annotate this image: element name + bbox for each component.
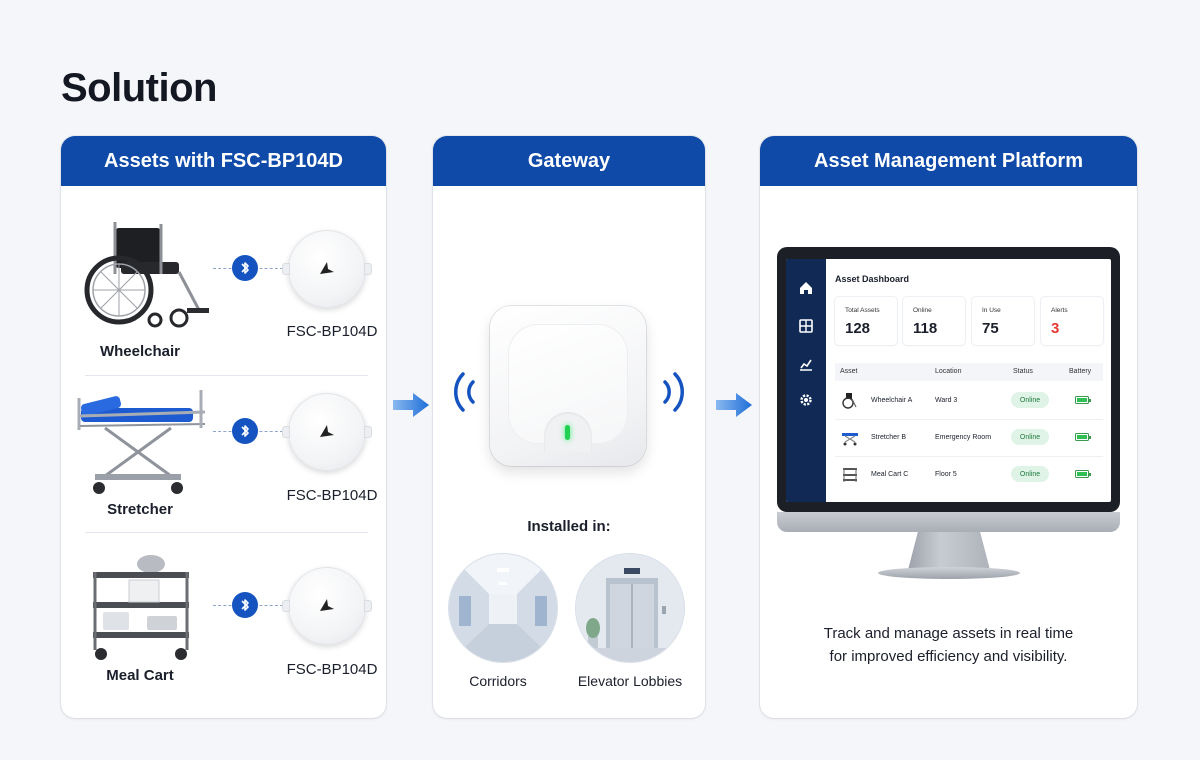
signal-wave-icon [449,368,483,416]
fsc-bp104d-beacon [288,230,366,308]
gateway-panel-header: Gateway [433,136,705,186]
asset-label-wheelchair: Wheelchair [61,343,219,360]
asset-label-stretcher: Stretcher [61,501,219,518]
arrow-right-icon [716,393,752,417]
dashboard-screen: Asset Dashboard Total Assets 128 Online … [786,259,1111,502]
table-header: Asset Location Status Battery [835,363,1103,381]
stat-card-in-use: In Use 75 [972,297,1034,345]
battery-icon [1075,433,1089,441]
home-icon[interactable] [799,281,813,295]
elevator-lobby-image [576,554,684,662]
model-label: FSC-BP104D [277,323,386,340]
table-row[interactable]: Stretcher B Emergency Room Online [835,420,1103,457]
chart-icon[interactable] [799,357,813,371]
gateway-device [490,306,646,466]
meal-cart-illustration [89,550,199,668]
dashboard-sidebar [786,259,826,502]
table-row[interactable]: Meal Cart C Floor 5 Online [835,457,1103,494]
battery-icon [1075,396,1089,404]
arrow-right-icon [393,393,429,417]
status-badge: Online [1011,392,1049,408]
model-label: FSC-BP104D [277,487,386,504]
bluetooth-icon [232,592,258,618]
page-title: Solution [61,66,217,111]
dashboard-icon[interactable] [799,319,813,333]
asset-row-stretcher: Stretcher FSC-BP104D [61,376,386,534]
fsc-bp104d-beacon [288,393,366,471]
battery-icon [1075,470,1089,478]
wheelchair-icon [840,390,860,410]
model-label: FSC-BP104D [277,661,386,678]
asset-row-meal-cart: Meal Cart FSC-BP104D [61,546,386,704]
assets-panel-header: Assets with FSC-BP104D [61,136,386,186]
assets-panel: Assets with FSC-BP104D Wheelchair [61,136,386,718]
status-led [565,425,570,440]
platform-tagline: Track and manage assets in real time for… [760,622,1137,668]
dashboard-title: Asset Dashboard [835,274,909,284]
stretcher-icon [840,427,860,447]
meal-cart-icon [840,464,860,484]
gear-icon[interactable] [799,393,813,407]
installed-in-label: Installed in: [433,518,705,535]
platform-panel: Asset Management Platform Asset Dashboar… [760,136,1137,718]
asset-label-meal-cart: Meal Cart [61,667,219,684]
stat-card-alerts: Alerts 3 [1041,297,1103,345]
location-label-elevator-lobbies: Elevator Lobbies [560,673,700,689]
monitor: Asset Dashboard Total Assets 128 Online … [777,247,1120,534]
table-row[interactable]: Wheelchair A Ward 3 Online [835,383,1103,420]
platform-panel-header: Asset Management Platform [760,136,1137,186]
gateway-panel: Gateway Installed in: [433,136,705,718]
bluetooth-icon [232,418,258,444]
status-badge: Online [1011,466,1049,482]
status-badge: Online [1011,429,1049,445]
asset-row-wheelchair: Wheelchair FSC-BP104D [61,196,386,354]
stat-card-online: Online 118 [903,297,965,345]
fsc-bp104d-beacon [288,567,366,645]
bluetooth-icon [232,255,258,281]
stretcher-illustration [75,388,215,506]
location-label-corridors: Corridors [433,673,568,689]
stat-card-total-assets: Total Assets 128 [835,297,897,345]
wheelchair-illustration [75,214,215,332]
corridor-image [449,554,557,662]
signal-wave-icon [655,368,689,416]
